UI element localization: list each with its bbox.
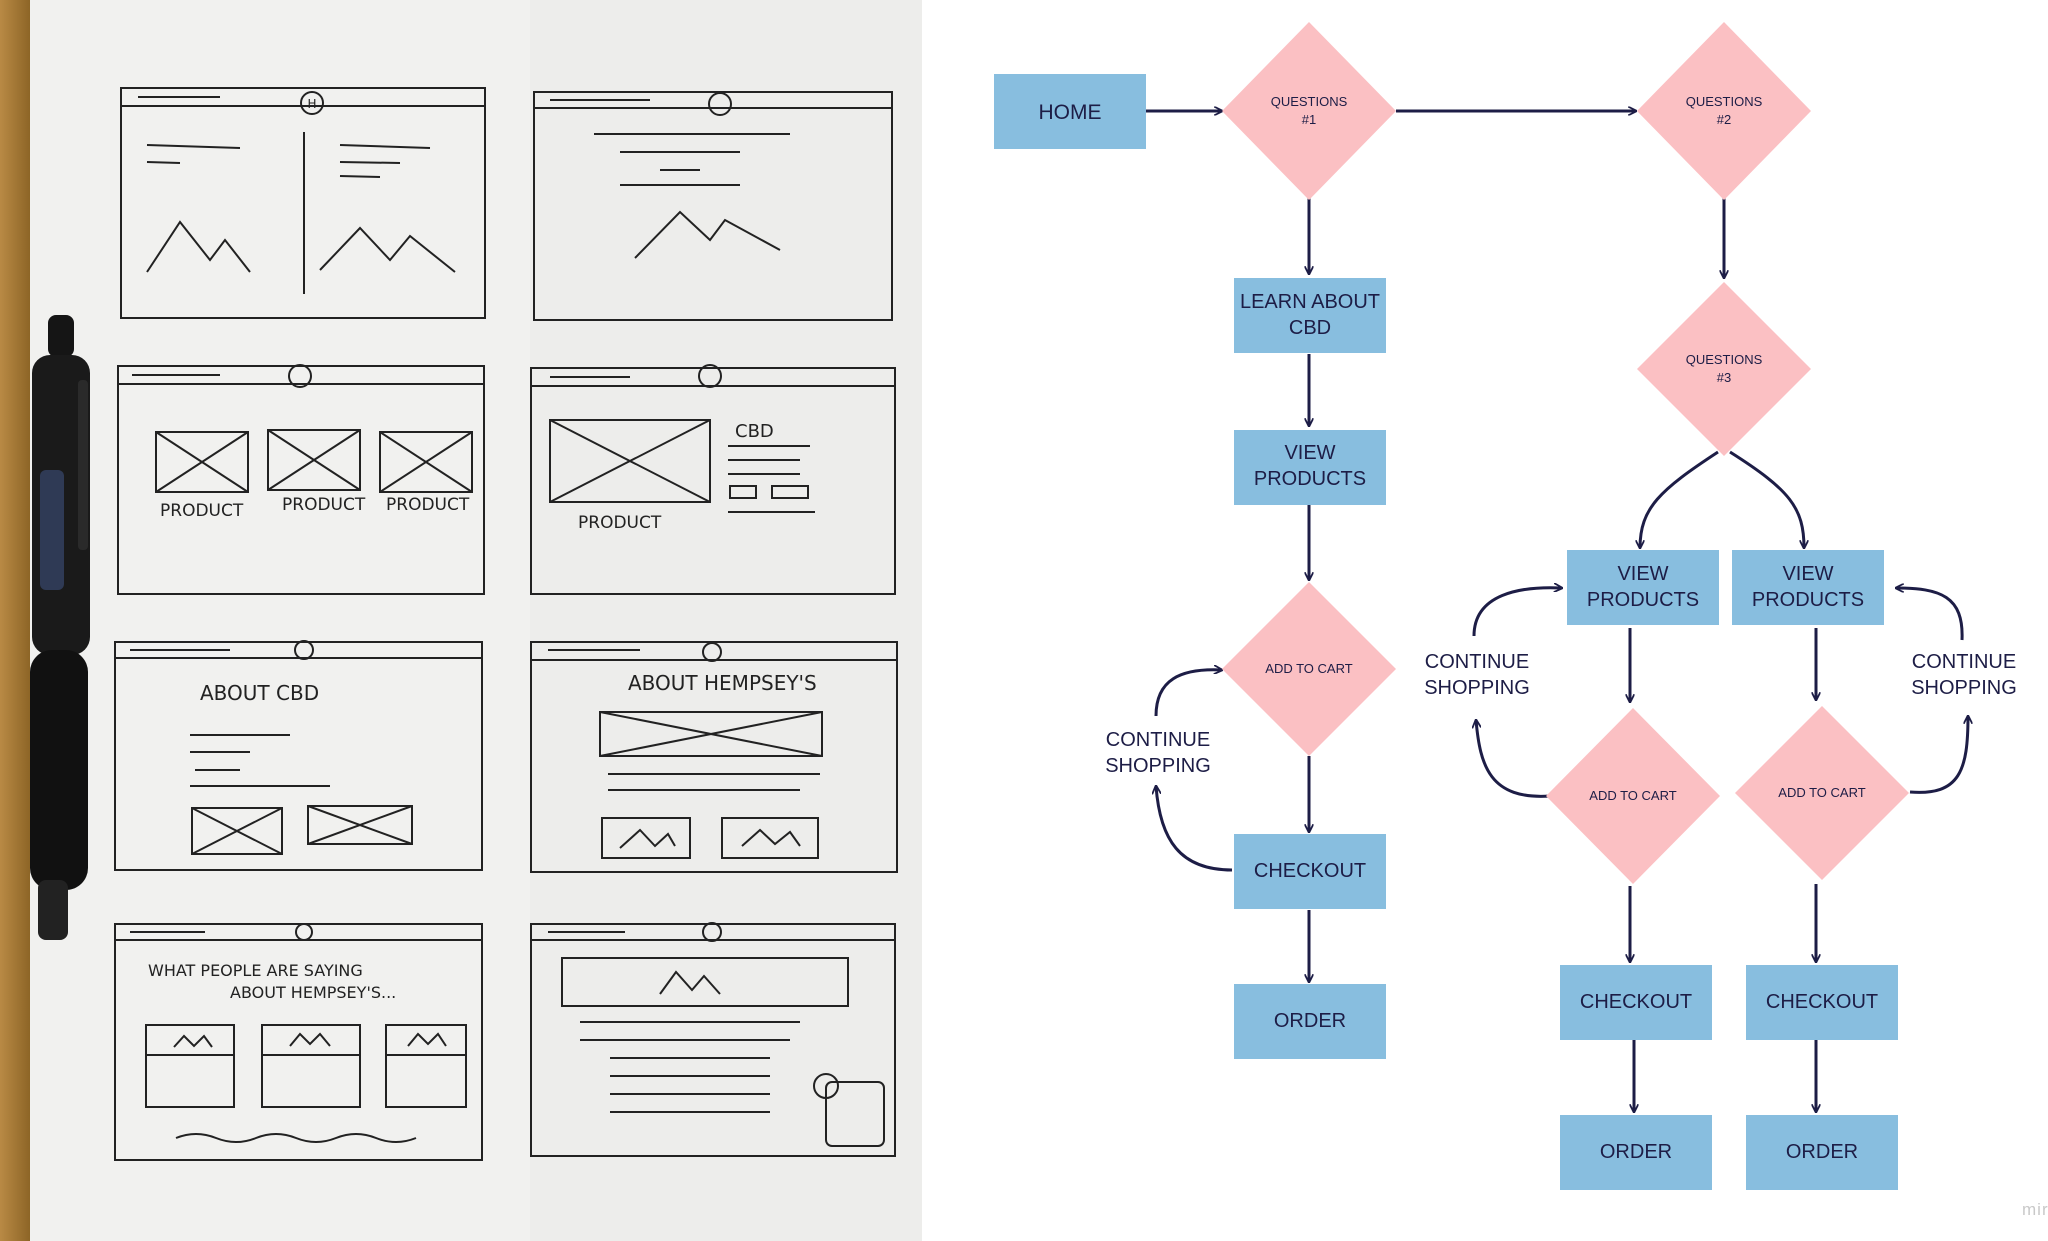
learn-about-cbd-node	[1234, 278, 1386, 353]
sketch-product-detail-label: PRODUCT	[578, 513, 662, 533]
questions-1-node	[1222, 22, 1396, 200]
learn-label-line-1: LEARN ABOUT	[1240, 291, 1380, 313]
questions-2-node	[1637, 22, 1811, 200]
view-products-label-line-1: VIEW	[1284, 442, 1335, 464]
add-to-cart-left-node	[1546, 708, 1720, 884]
view-products-right-node	[1732, 550, 1884, 625]
view-products-node	[1234, 430, 1386, 505]
view-products-left-node	[1567, 550, 1719, 625]
wireframe-product-detail	[530, 364, 896, 595]
checkout-left-label: CHECKOUT	[1580, 991, 1692, 1013]
view-products-label-line-2: PRODUCTS	[1254, 468, 1366, 490]
order-right-node	[1746, 1115, 1898, 1190]
add-to-cart-node	[1222, 582, 1396, 756]
pen-image	[30, 315, 90, 940]
loop-checkout-to-continue	[1156, 786, 1233, 872]
flow-arrows	[1146, 111, 1968, 1112]
continue-shopping-left-label-line-1: CONTINUE	[1425, 651, 1529, 673]
home-label: HOME	[1039, 101, 1102, 124]
sketch-product-label-2: PRODUCT	[282, 495, 366, 515]
loop-continue-to-view-left	[1472, 588, 1562, 637]
wireframe-blog	[530, 922, 896, 1157]
sketch-testimonials-line-1: WHAT PEOPLE ARE SAYING	[148, 961, 363, 980]
q3-label-line-1: QUESTIONS	[1686, 352, 1763, 367]
loop-continue-to-cart	[1154, 670, 1222, 717]
checkout-label: CHECKOUT	[1254, 860, 1366, 882]
sketch-about-cbd-title: ABOUT CBD	[200, 681, 319, 705]
watermark-text: mir	[2022, 1200, 2048, 1219]
view-products-right-label-line-2: PRODUCTS	[1752, 589, 1864, 611]
continue-shopping-right-label-line-2: SHOPPING	[1911, 677, 2017, 699]
continue-shopping-label-line-2: SHOPPING	[1105, 755, 1211, 777]
loop-cart-right-to-continue	[1909, 716, 1968, 794]
q2-label-line-1: QUESTIONS	[1686, 94, 1763, 109]
checkout-left-node	[1560, 965, 1712, 1040]
add-to-cart-left-label: ADD TO CART	[1589, 788, 1676, 803]
add-to-cart-right-label: ADD TO CART	[1778, 785, 1865, 800]
order-right-label: ORDER	[1786, 1141, 1858, 1163]
order-left-node	[1560, 1115, 1712, 1190]
sketch-product-label-3: PRODUCT	[386, 495, 470, 515]
view-products-left-label-line-1: VIEW	[1617, 563, 1668, 585]
logo-h-sketch: H	[307, 97, 316, 111]
continue-shopping-left-label-line-2: SHOPPING	[1424, 677, 1530, 699]
continue-shopping-right-label-line-1: CONTINUE	[1912, 651, 2016, 673]
order-left-label: ORDER	[1600, 1141, 1672, 1163]
sketch-cbd-label: CBD	[735, 421, 774, 442]
view-products-right-label-line-1: VIEW	[1782, 563, 1833, 585]
questions-3-node	[1637, 282, 1811, 456]
home-node	[994, 74, 1146, 149]
order-node	[1234, 984, 1386, 1059]
loop-continue-to-view-right	[1896, 588, 1964, 641]
q3-label-line-2: #3	[1717, 370, 1731, 385]
arrow-q3-to-view-left	[1640, 450, 1719, 548]
sketch-about-hempseys-title: ABOUT HEMPSEY'S	[628, 671, 817, 695]
wireframe-sketch-photo: H PRODUCT PRODUCT PRODUCT	[0, 0, 922, 1241]
q2-label-line-2: #2	[1717, 112, 1731, 127]
wireframe-about-hempseys	[530, 641, 898, 873]
sketch-product-label-1: PRODUCT	[160, 501, 244, 521]
q1-label-line-2: #1	[1302, 112, 1316, 127]
view-products-left-label-line-2: PRODUCTS	[1587, 589, 1699, 611]
wireframe-about-cbd	[114, 640, 483, 871]
wireframe-products-grid	[117, 364, 485, 595]
checkout-node	[1234, 834, 1386, 909]
wireframe-testimonials	[114, 923, 483, 1161]
learn-label-line-2: CBD	[1289, 317, 1331, 339]
arrow-q3-to-view-right	[1729, 450, 1804, 548]
wireframe-home-split	[120, 87, 486, 319]
wireframe-hero	[533, 91, 893, 321]
checkout-right-label: CHECKOUT	[1766, 991, 1878, 1013]
wooden-table-edge	[0, 0, 30, 1241]
q1-label-line-1: QUESTIONS	[1271, 94, 1348, 109]
loop-cart-left-to-continue	[1476, 720, 1551, 798]
checkout-right-node	[1746, 965, 1898, 1040]
continue-shopping-label-line-1: CONTINUE	[1106, 729, 1210, 751]
sketch-testimonials-line-2: ABOUT HEMPSEY'S...	[230, 983, 396, 1002]
add-to-cart-label: ADD TO CART	[1265, 661, 1352, 676]
order-label: ORDER	[1274, 1010, 1346, 1032]
user-flow-flowchart: HOME QUESTIONS #1 QUESTIONS #2 QUESTIONS…	[922, 0, 2048, 1241]
add-to-cart-right-node	[1735, 706, 1909, 880]
